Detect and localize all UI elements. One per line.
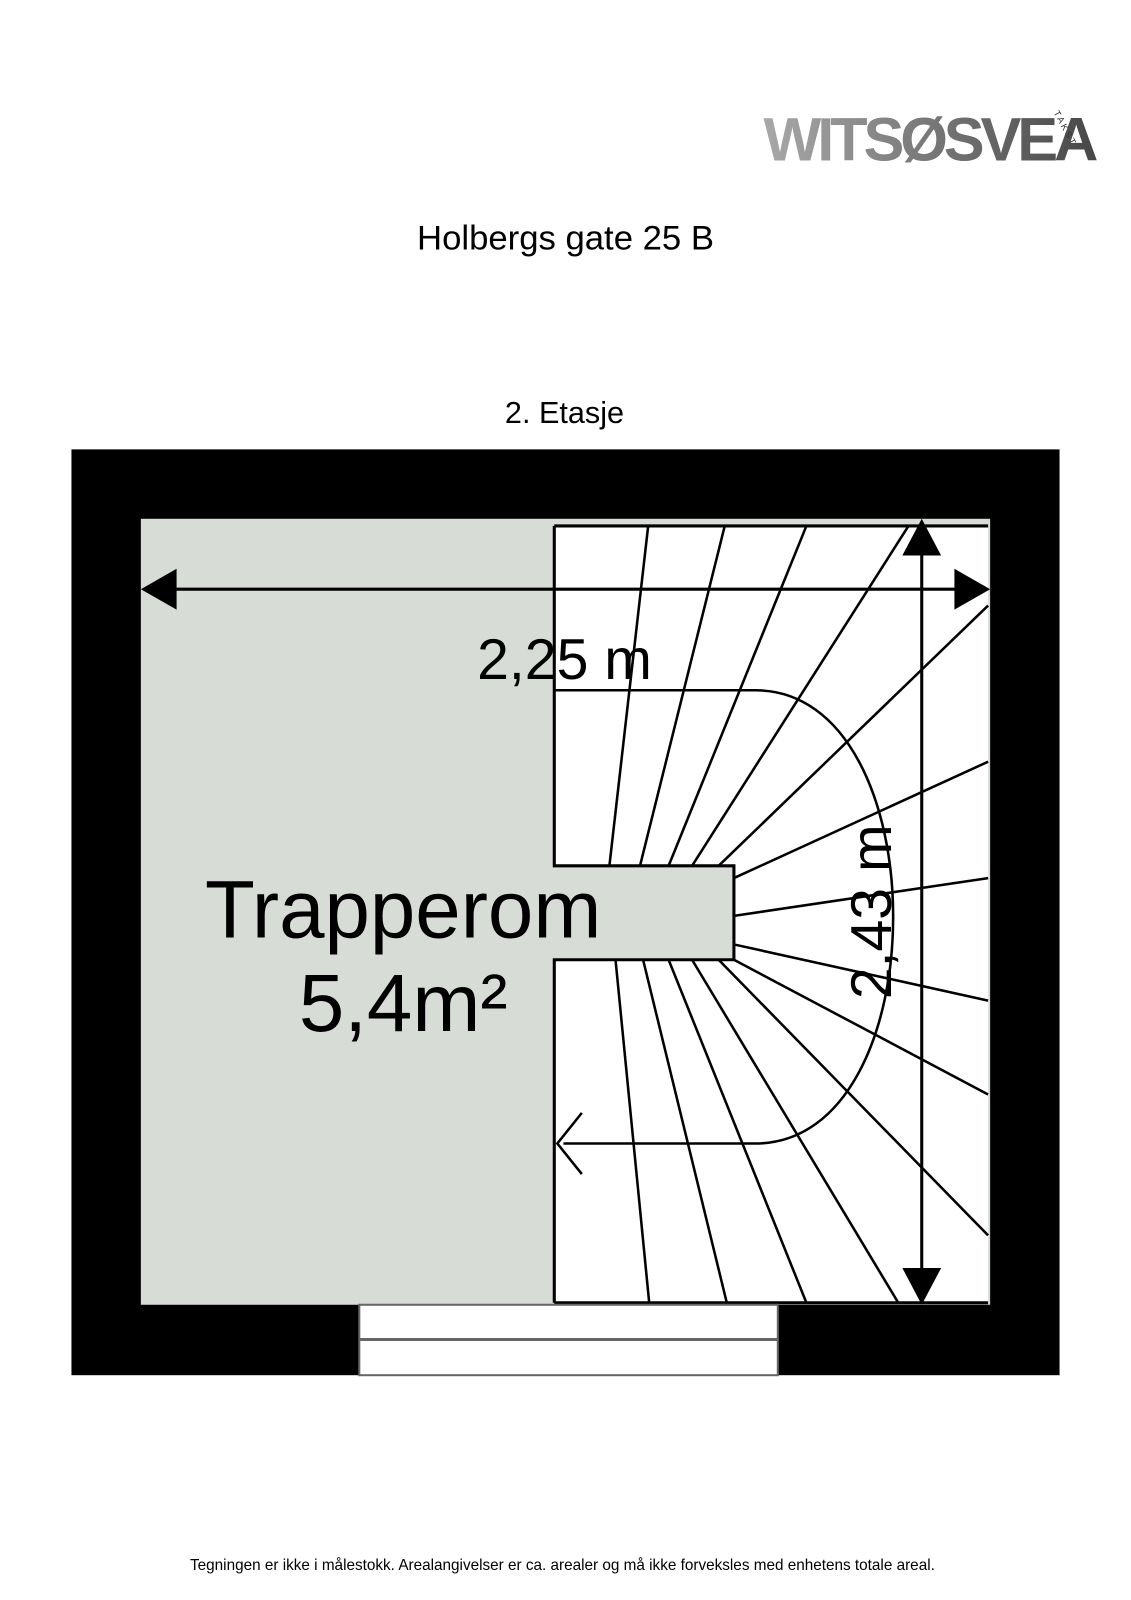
room-area: 5,4m² (299, 958, 508, 1049)
stair-direction-arrow-icon (555, 1112, 583, 1175)
room-name: Trapperom (205, 864, 601, 955)
dimension-arrow-icon (902, 518, 942, 1305)
logo-text: WITSØSVEA (764, 105, 1098, 173)
window-icon (358, 1303, 779, 1377)
disclaimer: Tegningen er ikke i målestokk. Arealangi… (190, 1557, 935, 1574)
height-dimension: 2,43 m (840, 824, 904, 999)
company-logo: WITSØSVEA TAKST (764, 105, 1102, 173)
width-dimension: 2,25 m (477, 628, 652, 692)
address-title: Holbergs gate 25 B (417, 219, 714, 257)
floor-label: 2. Etasje (505, 396, 624, 430)
dimension-arrow-icon (140, 568, 991, 610)
staircase (552, 524, 990, 1305)
